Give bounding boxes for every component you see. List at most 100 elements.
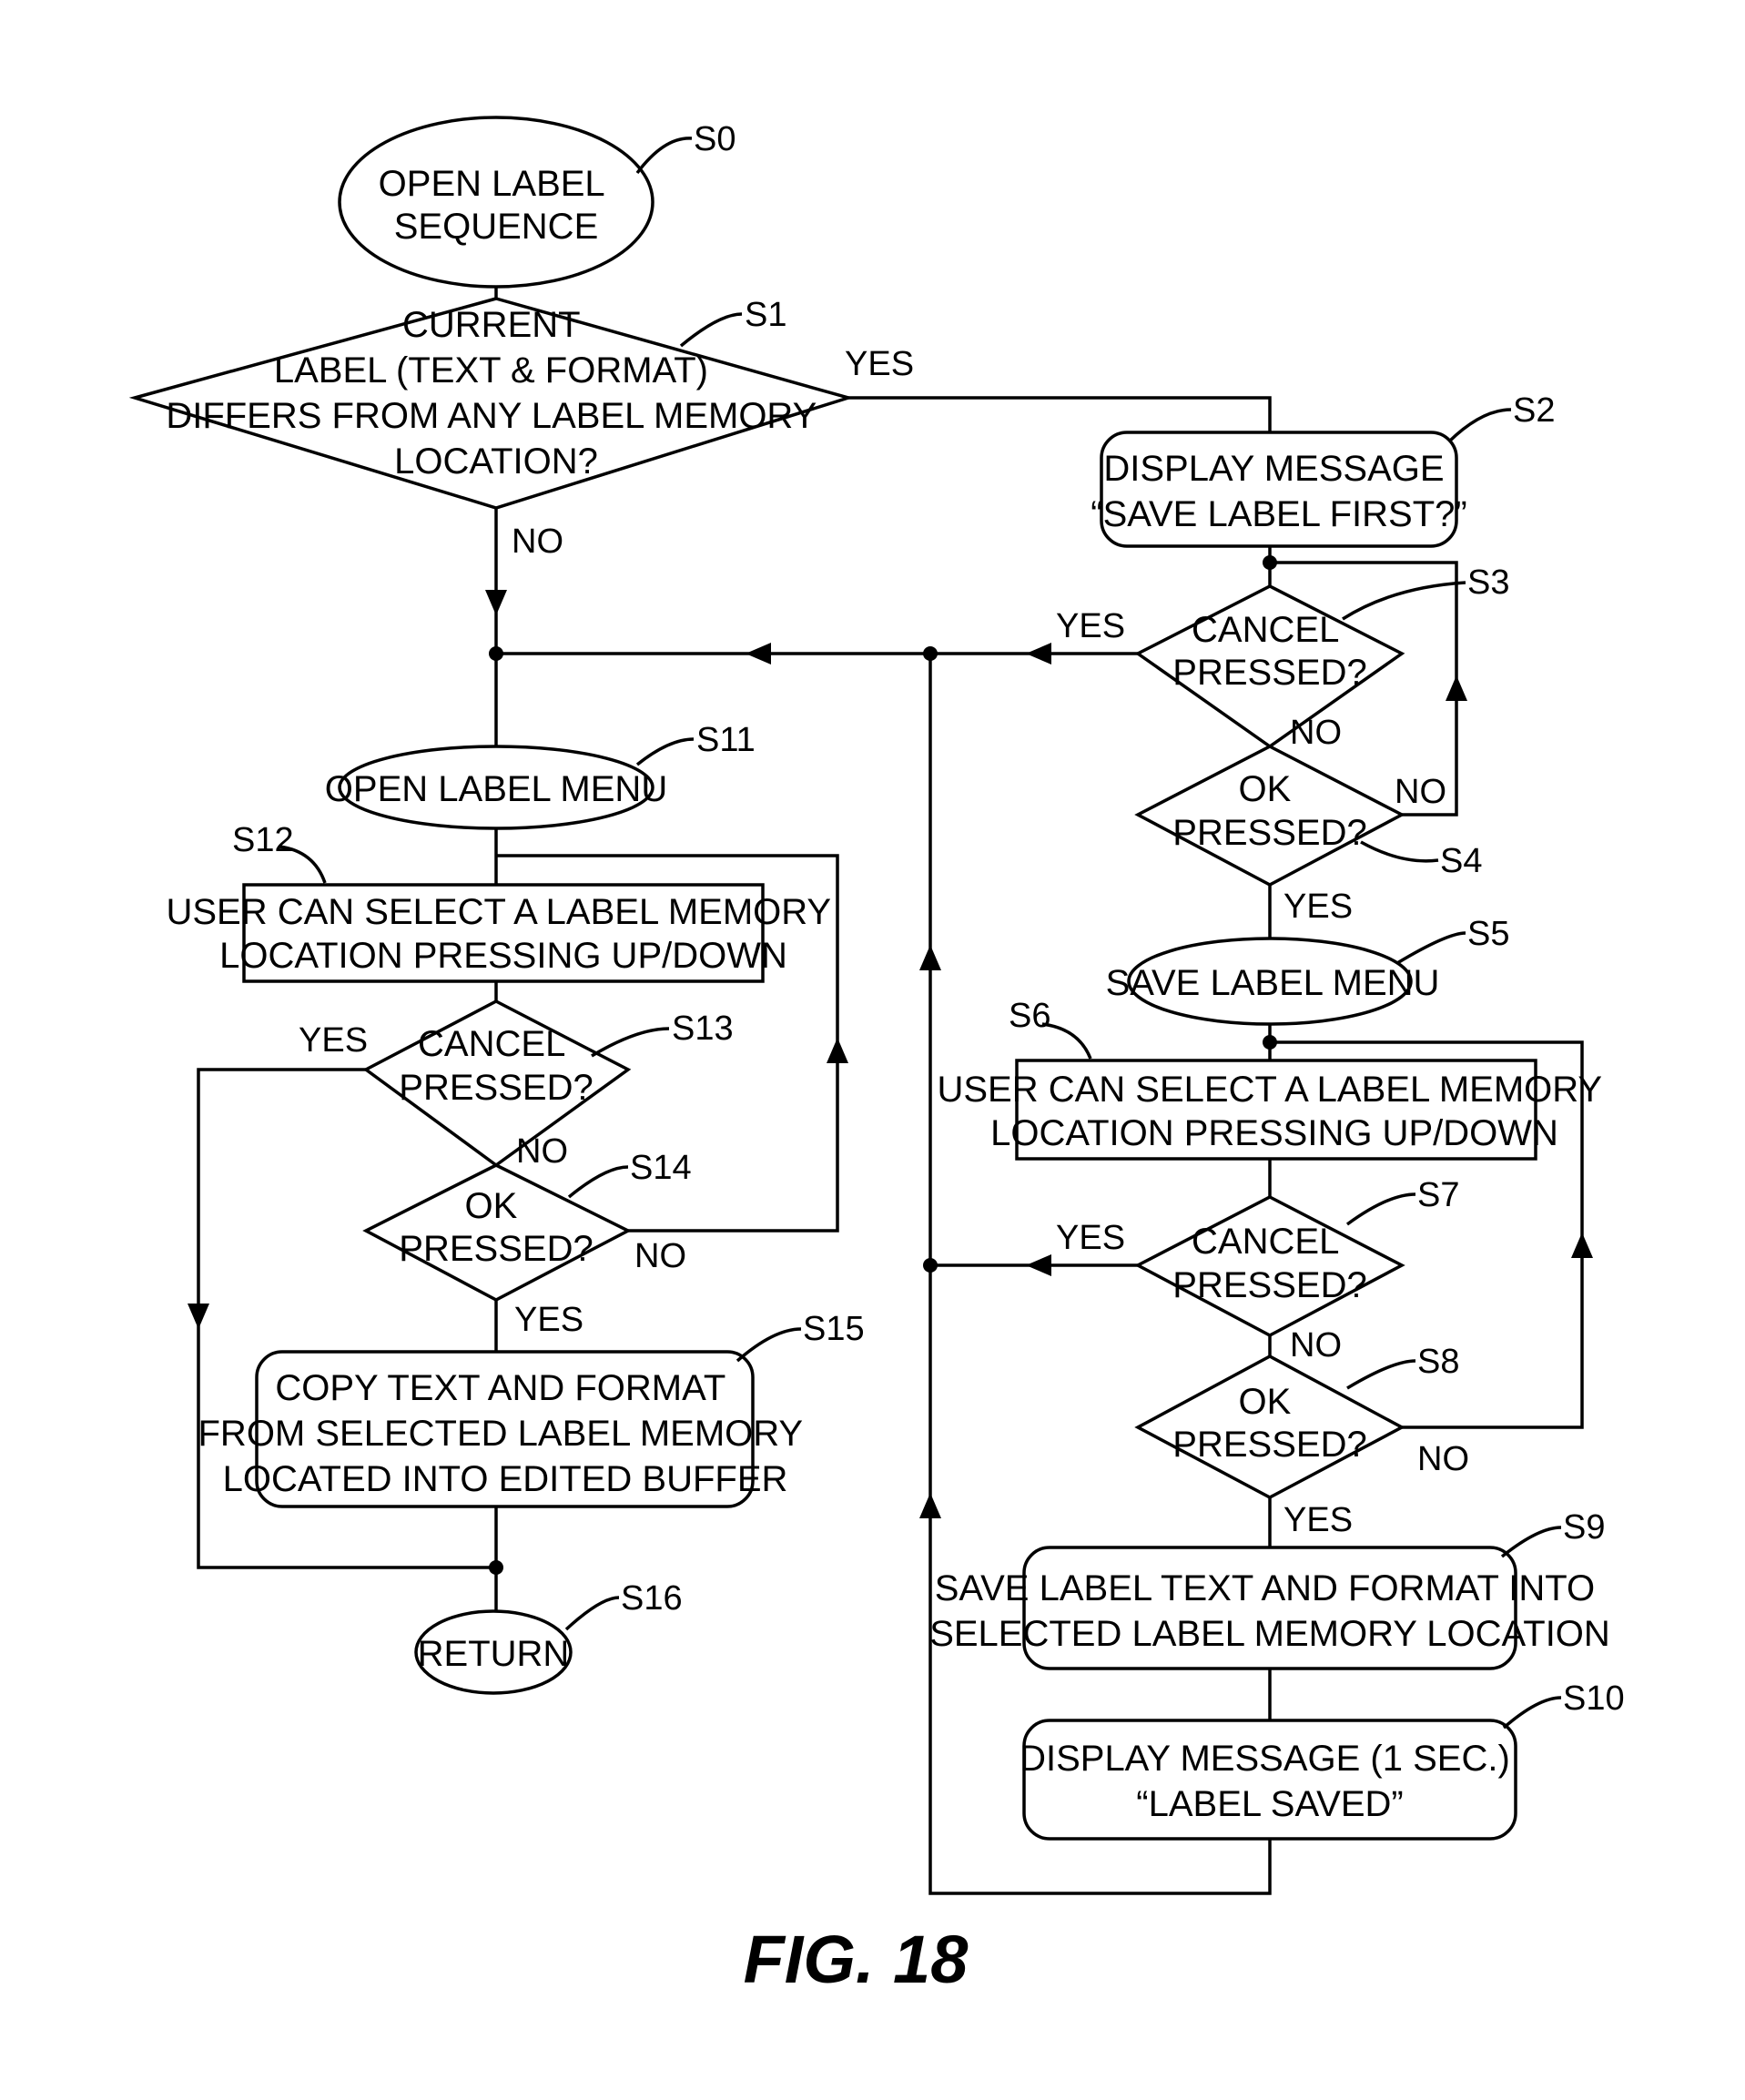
- path-label-s4-yes: YES: [1283, 888, 1353, 926]
- junction-dot-s3-loop: [1263, 555, 1277, 570]
- arrowhead-up-return-line-lower: [919, 1493, 941, 1518]
- s6-text-line-1: USER CAN SELECT A LABEL MEMORY: [937, 1070, 1601, 1110]
- s8-text-line-1: OK: [1239, 1382, 1292, 1422]
- s16-text-line-1: RETURN: [418, 1634, 570, 1674]
- s13-text-line-1: CANCEL: [418, 1024, 564, 1064]
- leader-s2: [1449, 410, 1511, 441]
- s1-text-line-2: LABEL (TEXT & FORMAT): [274, 350, 708, 391]
- step-id-s15: S15: [803, 1310, 865, 1348]
- step-id-s6: S6: [1009, 997, 1050, 1035]
- step-id-s8: S8: [1417, 1343, 1459, 1381]
- leader-s8: [1347, 1361, 1415, 1388]
- step-id-s10: S10: [1563, 1679, 1625, 1718]
- junction-dot-s6-loop: [1263, 1035, 1277, 1050]
- step-id-s11: S11: [696, 721, 756, 759]
- arrowhead-up-return-line-upper: [919, 945, 941, 970]
- junction-dot-return-line: [923, 646, 938, 661]
- step-id-s4: S4: [1440, 842, 1482, 880]
- path-label-s14-no: NO: [634, 1237, 686, 1275]
- leader-s16: [566, 1598, 619, 1629]
- s3-text-line-2: PRESSED?: [1172, 653, 1366, 693]
- leader-s13: [592, 1029, 669, 1056]
- s9-text-line-1: SAVE LABEL TEXT AND FORMAT INTO: [935, 1568, 1595, 1608]
- step-id-s14: S14: [630, 1149, 692, 1187]
- figure-label: FIG. 18: [744, 1922, 969, 1997]
- leader-s10: [1504, 1698, 1561, 1728]
- step-id-s7: S7: [1417, 1176, 1459, 1214]
- leader-s3: [1343, 583, 1466, 619]
- s11-text-line-1: OPEN LABEL MENU: [325, 769, 667, 809]
- step-id-s5: S5: [1467, 915, 1509, 953]
- path-label-s7-no: NO: [1290, 1326, 1342, 1364]
- s11-text: OPEN LABEL MENU: [325, 769, 667, 809]
- s16-text: RETURN: [418, 1634, 570, 1674]
- step-id-s0: S0: [694, 120, 736, 158]
- arrowhead-up-s4-no: [1446, 675, 1467, 701]
- path-label-s14-yes: YES: [514, 1301, 583, 1339]
- path-label-s3-yes: YES: [1056, 607, 1125, 645]
- connector-s1-yes: [848, 398, 1270, 432]
- arrowhead-down-s13-yes: [188, 1304, 209, 1329]
- junction-dot-s7-yes: [923, 1258, 938, 1273]
- s1-text-line-4: LOCATION?: [394, 441, 598, 482]
- s14-text-line-1: OK: [465, 1186, 518, 1226]
- leader-s14: [569, 1167, 628, 1197]
- s12-text-line-2: LOCATION PRESSING UP/DOWN: [219, 936, 787, 976]
- s8-text-line-2: PRESSED?: [1172, 1425, 1366, 1465]
- s3-text-line-1: CANCEL: [1192, 610, 1338, 650]
- s5-text-line-1: SAVE LABEL MENU: [1106, 963, 1440, 1003]
- path-label-s7-yes: YES: [1056, 1219, 1125, 1257]
- path-label-s8-yes: YES: [1283, 1501, 1353, 1539]
- leader-s11: [637, 739, 694, 765]
- path-label-s8-no: NO: [1417, 1440, 1469, 1478]
- leader-s9: [1502, 1527, 1561, 1557]
- s2-text-line-2: “SAVE LABEL FIRST?”: [1091, 494, 1466, 534]
- s1-text-line-1: CURRENT: [402, 305, 580, 345]
- s7-text-line-2: PRESSED?: [1172, 1265, 1366, 1305]
- s7-text-line-1: CANCEL: [1192, 1222, 1338, 1262]
- s4-text-line-1: OK: [1239, 769, 1292, 809]
- s5-text: SAVE LABEL MENU: [1106, 963, 1440, 1003]
- s10-text-line-2: “LABEL SAVED”: [1136, 1784, 1403, 1824]
- arrowhead-left-s7-yes: [1026, 1254, 1051, 1276]
- path-label-s13-no: NO: [516, 1132, 568, 1171]
- s2-text-line-1: DISPLAY MESSAGE: [1103, 449, 1444, 489]
- node-texts: OPEN LABEL SEQUENCE CURRENT LABEL (TEXT …: [166, 164, 1611, 1824]
- step-id-s2: S2: [1513, 391, 1555, 430]
- step-id-s16: S16: [621, 1579, 683, 1618]
- s14-text-line-2: PRESSED?: [399, 1229, 593, 1269]
- path-label-s1-no: NO: [512, 522, 563, 561]
- s12-text-line-1: USER CAN SELECT A LABEL MEMORY: [166, 892, 830, 932]
- s9-text-line-2: SELECTED LABEL MEMORY LOCATION: [929, 1614, 1610, 1654]
- step-id-s9: S9: [1563, 1508, 1605, 1547]
- leader-s5: [1397, 933, 1466, 963]
- s10-text-line-1: DISPLAY MESSAGE (1 SEC.): [1020, 1739, 1510, 1779]
- arrowhead-left-s3-yes: [1026, 643, 1051, 664]
- step-id-s3: S3: [1467, 563, 1509, 602]
- s15-text-line-3: LOCATED INTO EDITED BUFFER: [223, 1459, 788, 1499]
- step-id-s12: S12: [232, 821, 294, 859]
- path-label-s1-yes: YES: [845, 345, 914, 383]
- path-label-s4-no: NO: [1395, 773, 1446, 811]
- s1-text-line-3: DIFFERS FROM ANY LABEL MEMORY: [166, 396, 816, 436]
- step-id-s1: S1: [745, 296, 786, 334]
- s15-text: COPY TEXT AND FORMAT FROM SELECTED LABEL…: [198, 1368, 813, 1499]
- s6-text-line-2: LOCATION PRESSING UP/DOWN: [990, 1113, 1558, 1153]
- step-id-s13: S13: [672, 1009, 734, 1048]
- leader-s4: [1361, 842, 1438, 861]
- arrowhead-down-s1-no: [485, 590, 507, 615]
- path-label-s13-yes: YES: [299, 1021, 368, 1060]
- arrowhead-left-trunk-junction: [746, 643, 771, 664]
- path-label-s3-no: NO: [1290, 714, 1342, 752]
- s15-text-line-1: COPY TEXT AND FORMAT: [275, 1368, 725, 1408]
- s4-text-line-2: PRESSED?: [1172, 813, 1366, 853]
- leader-s15: [737, 1329, 801, 1361]
- junction-dot-return: [489, 1560, 503, 1575]
- arrowhead-up-s8-no: [1571, 1233, 1593, 1258]
- junction-dot-left-main: [489, 646, 503, 661]
- s0-text-line-1: OPEN LABEL: [379, 164, 604, 204]
- leader-s0: [637, 138, 692, 173]
- leader-s1: [681, 314, 742, 346]
- s15-text-line-2: FROM SELECTED LABEL MEMORY: [198, 1414, 803, 1454]
